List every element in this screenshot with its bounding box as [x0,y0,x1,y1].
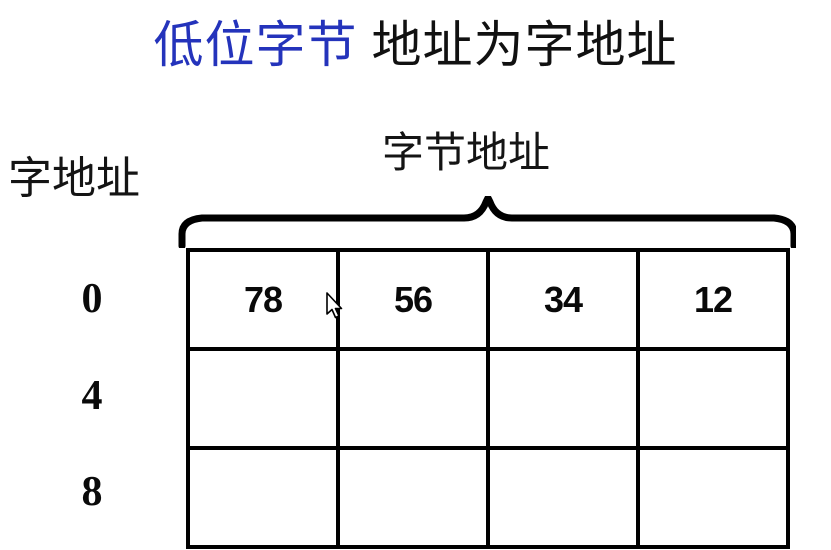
memory-cell[interactable] [186,347,340,450]
row-label-word-address-4: 4 [81,373,103,419]
memory-cell[interactable] [486,446,640,549]
table-row: 78 56 34 12 [186,248,790,351]
memory-cell[interactable]: 12 [636,248,790,351]
memory-cell[interactable] [186,446,340,549]
page-title-highlight: 低位字节 [153,17,358,73]
row-label-word-address-0: 0 [81,276,103,322]
row-label-word-address-8: 8 [81,469,103,515]
word-address-label: 字地址 [8,154,140,203]
memory-cell[interactable]: 78 [186,248,340,351]
memory-cell[interactable] [636,446,790,549]
memory-cell[interactable]: 34 [486,248,640,351]
memory-table: 78 56 34 12 [186,248,790,549]
curly-brace-icon [176,194,798,250]
table-row [186,347,790,450]
memory-cell[interactable]: 56 [336,248,490,351]
memory-cell-value: 78 [243,278,283,320]
memory-cell[interactable] [636,347,790,450]
memory-cell[interactable] [336,446,490,549]
table-row [186,446,790,549]
page-title: 低位字节地址为字地址 [0,14,831,76]
byte-address-label: 字节地址 [382,131,551,177]
memory-cell-value: 56 [393,278,433,320]
memory-cell-value: 12 [693,278,733,320]
curly-brace-svg [178,194,798,250]
page-title-rest: 地址为字地址 [371,17,678,73]
memory-cell[interactable] [486,347,640,450]
memory-cell-value: 34 [543,278,583,320]
memory-cell[interactable] [336,347,490,450]
